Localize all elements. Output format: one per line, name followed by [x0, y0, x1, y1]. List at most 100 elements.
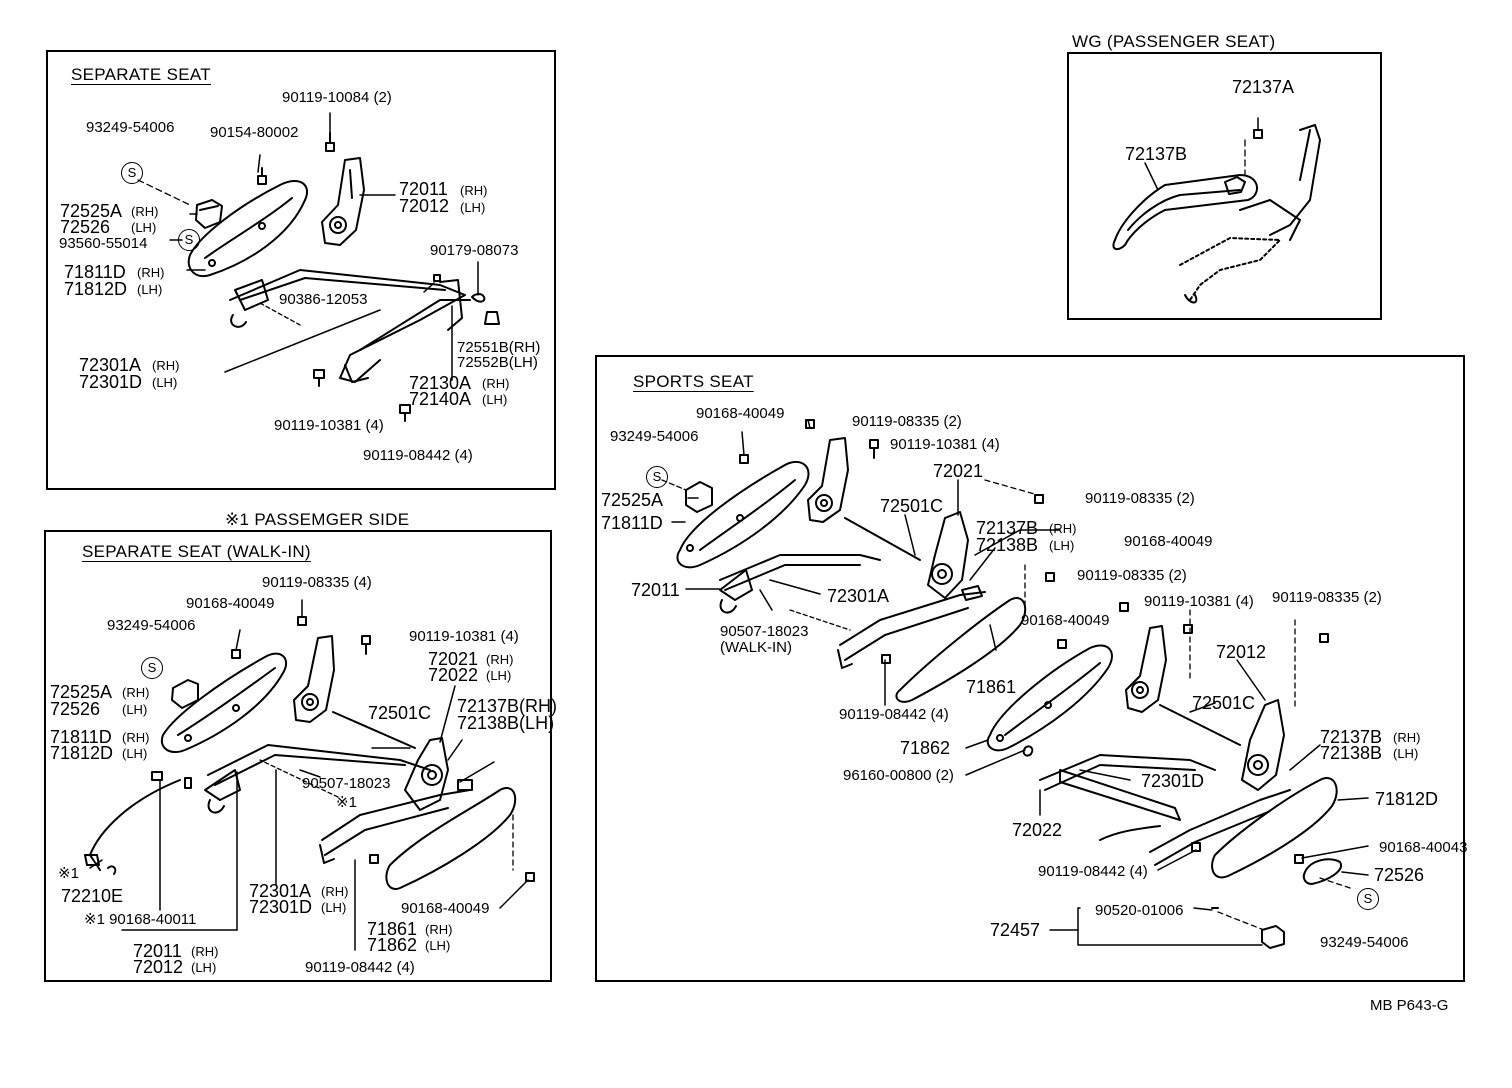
part-72130a-side: (RH)	[482, 376, 510, 391]
part-71811d-side: (RH)	[137, 265, 165, 280]
part-90168-40049-b: 90168-40049	[1124, 533, 1213, 550]
part-72210e: 72210E	[61, 886, 124, 906]
part-72021: 72021	[428, 649, 479, 669]
part-72501c: 72501C	[368, 703, 432, 723]
page-reference-code: MB P643-G	[1370, 997, 1449, 1014]
part-90119-08442: 90119-08442 (4)	[839, 706, 949, 723]
part-71861: 71861	[367, 919, 418, 939]
part-72551b: 72551B(RH)	[457, 339, 541, 356]
part-90119-08442: 90119-08442 (4)	[305, 959, 415, 976]
part-93560-55014: 93560-55014	[59, 235, 148, 252]
part-90168-40049-b: 90168-40049	[401, 900, 490, 917]
part-72012-side: (LH)	[460, 200, 486, 215]
part-93249-54006: 93249-54006	[610, 428, 699, 445]
part-71811d: 71811D	[601, 513, 663, 533]
part-90168-40049: 90168-40049	[186, 595, 275, 612]
s-symbol-marker: S	[178, 229, 200, 251]
part-90520-01006: 90520-01006	[1095, 902, 1184, 919]
part-72526-side: (LH)	[122, 702, 148, 717]
part-72022-side: (LH)	[486, 668, 512, 683]
part-90119-08442: 90119-08442 (4)	[363, 447, 473, 464]
part-72138b-side: (LH)	[1049, 538, 1075, 553]
part-71862-side: (LH)	[425, 938, 451, 953]
separate-seat-panel	[46, 50, 556, 490]
part-71861: 71861	[966, 677, 1017, 697]
part-72526: 72526	[1374, 865, 1425, 885]
part-72022: 72022	[1012, 820, 1063, 840]
part-72301a: 72301A	[249, 881, 312, 901]
part-96160-00800: 96160-00800 (2)	[843, 767, 954, 784]
part-72011: 72011	[631, 580, 680, 600]
part-72301a: 72301A	[827, 586, 890, 606]
part-93249-54006-b: 93249-54006	[1320, 934, 1409, 951]
part-90119-08335: 90119-08335 (2)	[852, 413, 962, 430]
part-72011-side: (RH)	[191, 944, 219, 959]
wg-seat-drawing	[1112, 117, 1321, 304]
part-71811d-side: (RH)	[122, 730, 150, 745]
part-72301a-side: (RH)	[152, 358, 180, 373]
part-90119-08335: 90119-08335 (4)	[262, 574, 372, 591]
part-90119-08335-b: 90119-08335 (2)	[1085, 490, 1195, 507]
part-72011: 72011	[399, 179, 448, 199]
part-72137b: 72137B	[976, 518, 1039, 538]
part-93249-54006: 93249-54006	[86, 119, 175, 136]
part-72525a: 72525A	[601, 490, 664, 510]
part-90168-40049-c: 90168-40049	[1021, 612, 1110, 629]
part-72301a-side: (RH)	[321, 884, 349, 899]
part-90119-08442-b: 90119-08442 (4)	[1038, 863, 1148, 880]
part-90179-08073: 90179-08073	[430, 242, 519, 259]
s-symbol-marker: S	[646, 466, 668, 488]
part-72552b: 72552B(LH)	[457, 354, 538, 371]
part-72501c: 72501C	[880, 496, 944, 516]
part-72137b: 72137B(RH)	[457, 696, 558, 716]
part-72525a: 72525A	[50, 682, 113, 702]
part-72525a-side: (RH)	[122, 685, 150, 700]
part-90154-80002: 90154-80002	[210, 124, 299, 141]
part-90119-08335-d: 90119-08335 (2)	[1272, 589, 1382, 606]
part-72457: 72457	[990, 920, 1041, 940]
part-72137b-b-side: (RH)	[1393, 730, 1421, 745]
part-90168-40011: ※1 90168-40011	[84, 911, 197, 928]
passenger-side-mark: ※1	[336, 794, 357, 811]
part-90119-10381-b: 90119-10381 (4)	[1144, 593, 1254, 610]
part-71812d: 71812D	[1375, 789, 1439, 809]
part-72012: 72012	[1216, 642, 1267, 662]
part-90507-18023: 90507-18023	[302, 775, 391, 792]
part-90119-08335-c: 90119-08335 (2)	[1077, 567, 1187, 584]
part-90168-40043: 90168-40043	[1379, 839, 1468, 856]
part-72140a: 72140A	[409, 389, 472, 409]
separate-seat-drawing	[137, 112, 500, 422]
part-71862: 71862	[900, 738, 951, 758]
separate-seat-title: SEPARATE SEAT	[71, 65, 211, 84]
part-72022: 72022	[428, 665, 479, 685]
part-72526: 72526	[50, 699, 101, 719]
part-72021: 72021	[933, 461, 984, 481]
part-71812d: 71812D	[64, 279, 128, 299]
part-72137b-b: 72137B	[1320, 727, 1383, 747]
wg-passenger-seat-heading: WG (PASSENGER SEAT)	[1072, 32, 1276, 51]
part-72138b: 72138B(LH)	[457, 713, 555, 733]
part-72525a-side: (RH)	[131, 204, 159, 219]
part-71861-side: (RH)	[425, 922, 453, 937]
part-93249-54006: 93249-54006	[107, 617, 196, 634]
part-72301d-side: (LH)	[321, 900, 347, 915]
part-71862: 71862	[367, 935, 418, 955]
part-72526-side: (LH)	[131, 220, 157, 235]
part-90119-10381: 90119-10381 (4)	[890, 436, 1000, 453]
part-walk-in-note: (WALK-IN)	[720, 639, 792, 656]
part-72301d: 72301D	[1141, 771, 1205, 791]
sports-seat-drawing	[661, 419, 1369, 949]
part-72526: 72526	[60, 217, 111, 237]
part-71812d: 71812D	[50, 743, 114, 763]
walkin-seat-drawing	[84, 599, 535, 951]
part-72301d-side: (LH)	[152, 375, 178, 390]
passenger-side-mark: ※1	[58, 865, 79, 882]
part-72301a: 72301A	[79, 355, 142, 375]
part-72137b-side: (RH)	[1049, 521, 1077, 536]
walkin-seat-panel	[44, 530, 552, 982]
part-72012: 72012	[399, 196, 450, 216]
part-72138b-b-side: (LH)	[1393, 746, 1419, 761]
s-symbol-marker: S	[121, 162, 143, 184]
part-72501c-b: 72501C	[1192, 693, 1256, 713]
